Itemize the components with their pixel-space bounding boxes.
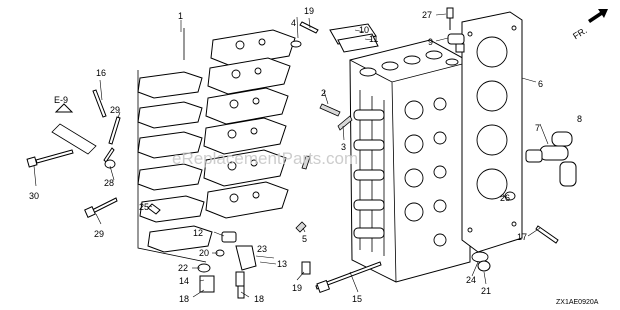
callout-21: 21	[481, 286, 491, 296]
head-gasket	[461, 11, 523, 253]
sensor-assembly	[525, 131, 577, 187]
small-bracket-parts	[147, 203, 311, 299]
leader-lines	[33, 13, 549, 298]
callout-20: 20	[199, 248, 209, 258]
callout-3: 3	[341, 142, 346, 152]
rocker-arm-e	[203, 149, 287, 187]
studs	[295, 103, 353, 233]
callout-23: 23	[257, 244, 267, 254]
washers	[104, 40, 516, 273]
fr-arrow-icon	[588, 9, 608, 23]
diagram-code: ZX1AE0920A	[556, 299, 599, 306]
rocker-arm-b	[207, 57, 291, 95]
bolts	[26, 7, 559, 294]
callout-18a: 18	[179, 294, 189, 304]
callout-28: 28	[104, 178, 114, 188]
callout-16: 16	[96, 68, 106, 78]
callout-13: 13	[277, 259, 287, 269]
cylinder-head	[349, 39, 471, 283]
callout-19a: 19	[304, 6, 314, 16]
rocker-arm-l	[147, 225, 213, 253]
callout-8: 8	[577, 114, 582, 124]
rocker-group-bracket	[137, 28, 207, 263]
callout-25: 25	[139, 202, 149, 212]
callout-30: 30	[29, 191, 39, 201]
cover-parts	[329, 23, 465, 53]
callout-5: 5	[302, 234, 307, 244]
callout-24: 24	[466, 275, 476, 285]
reference-label: E-9	[54, 95, 68, 105]
callout-26: 26	[500, 193, 510, 203]
rocker-arm-h	[137, 101, 203, 129]
rocker-arm-f	[205, 181, 289, 219]
reference-e9	[51, 103, 97, 155]
callout-15: 15	[352, 294, 362, 304]
callout-7: 7	[535, 123, 540, 133]
rocker-arm-c	[205, 87, 289, 125]
callout-27: 27	[422, 10, 432, 20]
callout-6: 6	[538, 79, 543, 89]
callout-29b: 29	[94, 229, 104, 239]
callout-17: 17	[517, 232, 527, 242]
fr-label: FR.	[571, 25, 589, 41]
callout-18b: 18	[254, 294, 264, 304]
rocker-arm-stack	[137, 28, 296, 263]
callout-22: 22	[178, 263, 188, 273]
callout-19b: 19	[292, 283, 302, 293]
callout-labels: 1 2 3 4 5 6 7 8 9 10 11 12 13 14 15 16 1…	[29, 6, 582, 304]
callout-9: 9	[428, 37, 433, 47]
callout-12: 12	[193, 228, 203, 238]
callout-4: 4	[291, 18, 296, 28]
callout-29a: 29	[110, 105, 120, 115]
callout-2: 2	[321, 88, 326, 98]
rocker-arm-g	[137, 71, 203, 99]
rocker-arm-a	[210, 29, 296, 67]
callout-11: 11	[369, 34, 378, 44]
watermark-text: eReplacementParts.com	[172, 149, 358, 168]
rocker-arm-d	[203, 117, 287, 155]
callout-14: 14	[179, 276, 189, 286]
rocker-arm-k	[139, 195, 205, 223]
callout-10: 10	[359, 25, 369, 35]
valve-bores	[353, 90, 447, 256]
callout-1: 1	[178, 11, 183, 21]
